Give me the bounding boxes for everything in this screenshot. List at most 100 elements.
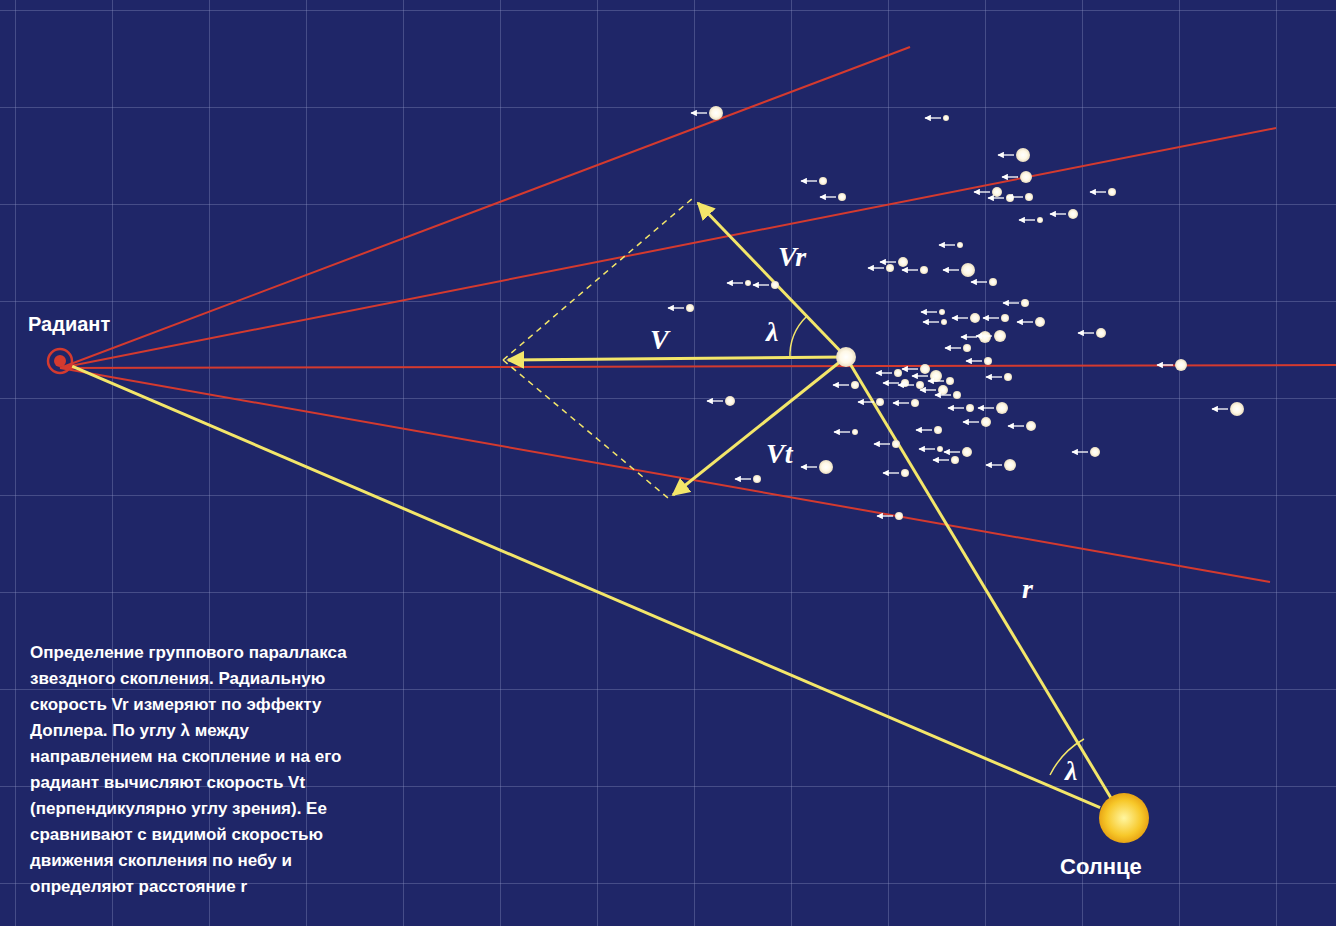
star [957, 242, 963, 248]
motion-arrow [801, 466, 817, 467]
motion-arrow [883, 382, 899, 383]
star [819, 460, 833, 474]
vector-label: λ [766, 318, 778, 346]
star [1026, 421, 1036, 431]
motion-arrow [833, 384, 849, 385]
motion-arrow [1078, 332, 1094, 333]
motion-arrow [893, 402, 909, 403]
cluster-stars [668, 106, 1244, 520]
main-star [836, 347, 856, 367]
motion-arrow [1019, 219, 1035, 220]
star [911, 399, 919, 407]
star [961, 263, 975, 277]
star [984, 357, 992, 365]
node-label: Солнце [1060, 854, 1152, 880]
star [920, 266, 928, 274]
star [946, 377, 954, 385]
motion-arrow [944, 451, 960, 452]
vector-label: λ [1065, 757, 1077, 785]
motion-arrow [868, 267, 884, 268]
motion-arrow [883, 472, 899, 473]
star [951, 456, 959, 464]
motion-arrow [943, 269, 959, 270]
star [901, 469, 909, 477]
motion-arrow [916, 429, 932, 430]
star [1004, 373, 1012, 381]
sun-node: Солнце [1060, 790, 1152, 880]
motion-arrow [668, 307, 684, 308]
star [916, 381, 924, 389]
caption: Определение группового параллакса звездн… [30, 640, 370, 900]
motion-arrow [1008, 425, 1024, 426]
motion-arrow [902, 368, 918, 369]
motion-arrow [998, 154, 1014, 155]
motion-arrow [925, 117, 941, 118]
red-lines [60, 47, 1336, 582]
motion-arrow [1007, 196, 1023, 197]
motion-arrow [1050, 213, 1066, 214]
star [1230, 402, 1244, 416]
star [745, 280, 751, 286]
star [979, 331, 991, 343]
star [966, 404, 974, 412]
star [1035, 317, 1045, 327]
star [953, 391, 961, 399]
motion-arrow [919, 448, 935, 449]
parallelogram-dashes [503, 198, 693, 498]
motion-arrow [921, 311, 937, 312]
star [771, 281, 779, 289]
star [1037, 217, 1043, 223]
vector-label: V [650, 326, 669, 354]
star [686, 304, 694, 312]
star [992, 187, 1002, 197]
star [1020, 171, 1032, 183]
star [970, 313, 980, 323]
star [886, 264, 894, 272]
motion-arrow [974, 191, 990, 192]
star [996, 402, 1008, 414]
motion-arrow [988, 197, 1004, 198]
star [1004, 459, 1016, 471]
vector-label: r [1022, 575, 1033, 603]
velocity-vectors [508, 203, 1123, 818]
star [1175, 359, 1187, 371]
motion-arrow [801, 180, 817, 181]
star [941, 319, 947, 325]
motion-arrow [939, 244, 955, 245]
motion-arrow [735, 478, 751, 479]
star [725, 396, 735, 406]
star [994, 330, 1006, 342]
motion-arrow [952, 317, 968, 318]
motion-arrow [983, 317, 999, 318]
motion-arrow [1157, 364, 1173, 365]
star [901, 379, 909, 387]
star [920, 364, 930, 374]
motion-arrow [1003, 302, 1019, 303]
motion-arrow [820, 196, 836, 197]
motion-arrow [986, 376, 1002, 377]
motion-arrow [876, 372, 892, 373]
motion-arrow [877, 515, 893, 516]
star [819, 177, 827, 185]
motion-arrow [753, 284, 769, 285]
star [1016, 148, 1030, 162]
motion-arrow [963, 421, 979, 422]
motion-arrow [920, 389, 936, 390]
star [939, 309, 945, 315]
motion-arrow [880, 261, 896, 262]
star [930, 370, 942, 382]
motion-arrow [834, 431, 850, 432]
motion-arrow [874, 443, 890, 444]
star [838, 193, 846, 201]
star [943, 115, 949, 121]
motion-arrow [971, 281, 987, 282]
motion-arrow [976, 335, 992, 336]
motion-arrow [858, 401, 874, 402]
motion-arrow [898, 384, 914, 385]
radiant-node: Радиант [28, 313, 110, 376]
motion-arrow [1017, 321, 1033, 322]
vector-label: Vr [778, 243, 806, 271]
motion-arrow [948, 407, 964, 408]
motion-arrow [912, 375, 928, 376]
